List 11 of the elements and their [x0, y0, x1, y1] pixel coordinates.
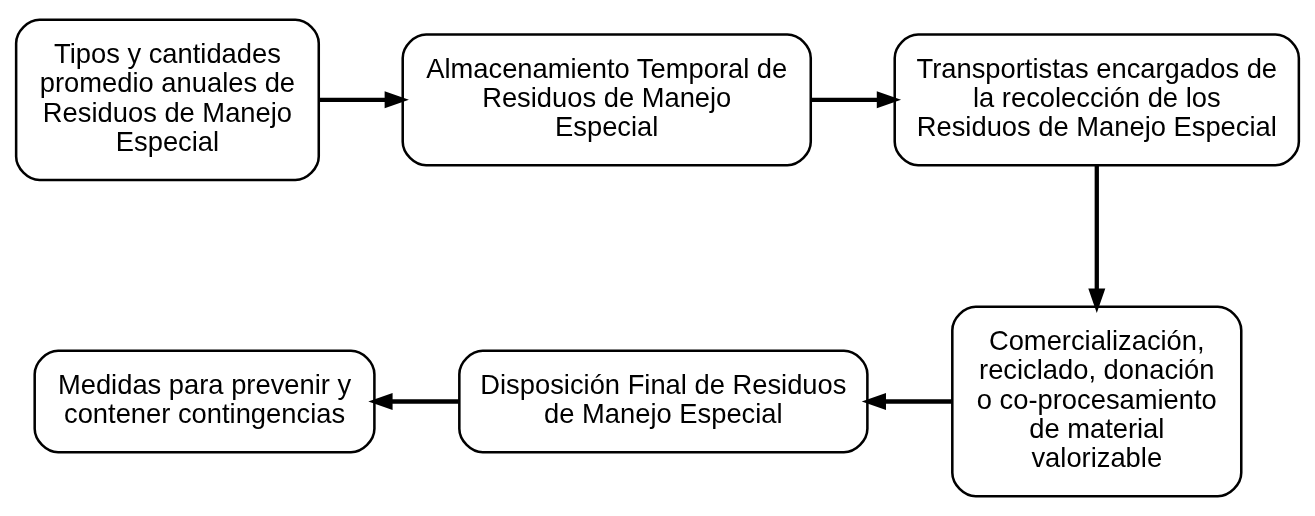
- arrow: [811, 91, 902, 109]
- node-box: Medidas para prevenir y contener contingencias: [33, 349, 376, 454]
- arrow: [861, 393, 953, 410]
- node-box: Tipos y cantidades promedio anuales de Residuos de Manejo Especial: [14, 18, 321, 182]
- arrow: [368, 393, 459, 410]
- node-box: Transportistas encargados de la recolección de los Residuos de Manejo Especial: [893, 33, 1301, 167]
- node-box: Almacenamiento Temporal de Residuos de Manejo Especial: [401, 33, 813, 167]
- node-box: Disposición Final de Residuos de Manejo Especial: [458, 349, 869, 454]
- node-box: Comercialización, reciclado, donación o co-procesamiento de material valorizable: [951, 305, 1243, 498]
- arrow: [319, 91, 409, 109]
- arrow: [1088, 165, 1106, 313]
